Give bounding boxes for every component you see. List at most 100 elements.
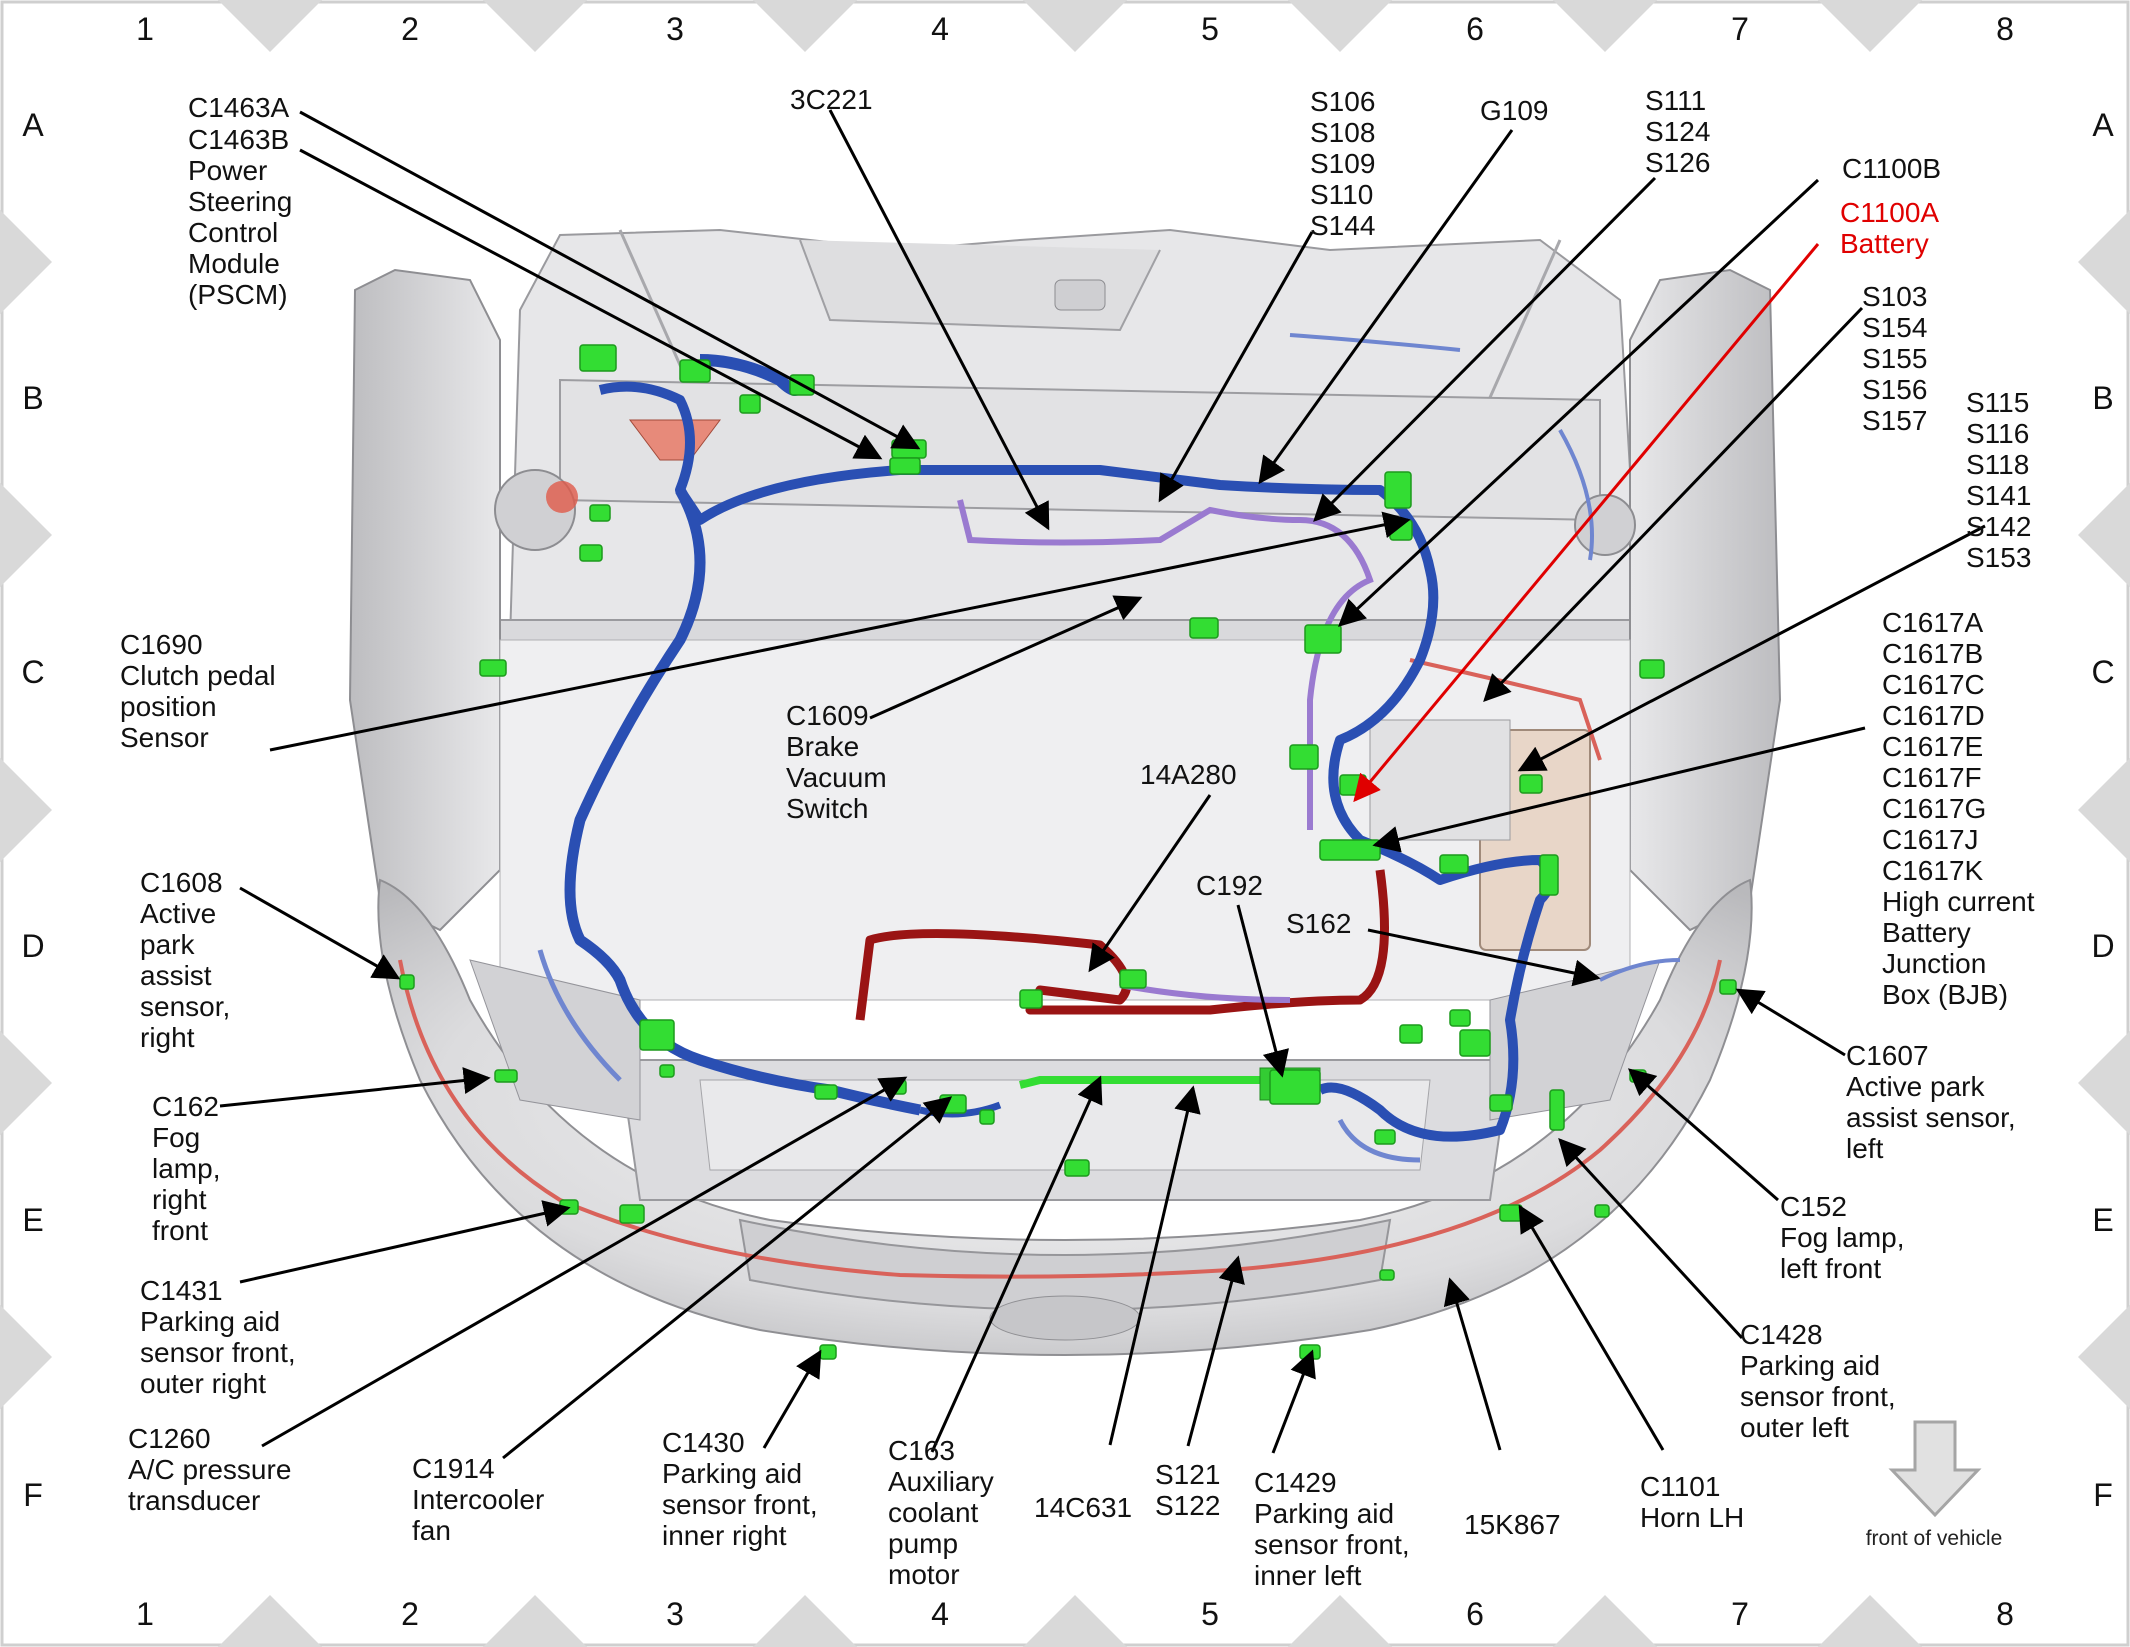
connector-block	[1119, 969, 1147, 989]
frame-diamond	[0, 483, 52, 587]
leader-line	[762, 1349, 822, 1449]
bumper-harness-15k867	[398, 959, 1722, 1279]
callout-line: Parking aid	[140, 1306, 280, 1337]
callout-line: Active park	[1846, 1071, 1985, 1102]
callout-line: S157	[1862, 405, 1927, 436]
callout-line: sensor,	[140, 991, 230, 1022]
callout-line: Clutch pedal	[120, 660, 276, 691]
callout-line: Horn LH	[1640, 1502, 1744, 1533]
connector-block	[1379, 1269, 1395, 1281]
callout-line: Battery	[1882, 917, 1971, 948]
frame-diamond	[1023, 0, 1127, 52]
frame-diamond	[2078, 1305, 2130, 1409]
connector-block	[1499, 1204, 1523, 1222]
grid-column-label: 2	[401, 11, 419, 47]
connector-block	[819, 1344, 837, 1360]
leader-line	[1236, 904, 1289, 1078]
callout-line: Switch	[786, 793, 868, 824]
frame-diamond	[1023, 1595, 1127, 1647]
callout-line: S126	[1645, 147, 1710, 178]
frame-diamond	[753, 0, 857, 52]
leader-line	[828, 109, 1050, 531]
leader-line	[1158, 231, 1314, 503]
callout-line: S141	[1966, 480, 2031, 511]
frame-diamond	[0, 210, 52, 314]
callout-line: Fog lamp,	[1780, 1222, 1905, 1253]
frame-diamond	[753, 1595, 857, 1647]
leader-line	[1338, 178, 1820, 627]
grid-row-label: D	[2091, 928, 2114, 964]
callout-line: Brake	[786, 731, 859, 762]
callout-c1463a: C1463A	[188, 92, 290, 123]
grid-column-label: 3	[666, 1596, 684, 1632]
callout-line: Junction	[1882, 948, 1986, 979]
leader-line	[299, 110, 921, 450]
frame-diamond	[0, 1305, 52, 1409]
main-harness	[598, 381, 1555, 1142]
frame-diamond	[1553, 1595, 1657, 1647]
connector-block	[399, 974, 415, 990]
front-bumper	[377, 878, 1753, 1356]
callout-line: C1100B	[1842, 153, 1941, 184]
grid-column-label: 4	[931, 1596, 949, 1632]
callout-line: Sensor	[120, 722, 209, 753]
callout-line: C1609	[786, 700, 869, 731]
callout-line: right	[140, 1022, 195, 1053]
callout-line: S115	[1966, 387, 2029, 418]
frame-diamond	[0, 758, 52, 862]
callout-line: left front	[1780, 1253, 1881, 1284]
leader-line	[1258, 129, 1514, 485]
grid-column-label: 8	[1996, 1596, 2014, 1632]
callout-line: S122	[1155, 1490, 1220, 1521]
leader-line	[1367, 928, 1601, 987]
connector-block	[1304, 624, 1342, 654]
callout-line: C1914	[412, 1453, 495, 1484]
connector-block	[1269, 1069, 1321, 1105]
connector-block	[1319, 839, 1381, 861]
callout-line: C1101	[1640, 1471, 1720, 1502]
callout-line: assist	[140, 960, 212, 991]
callout-line: S111	[1645, 85, 1706, 116]
leader-line	[1271, 1349, 1316, 1454]
callout-line: left	[1846, 1133, 1884, 1164]
callout-line: sensor front,	[1740, 1381, 1896, 1412]
grid-column-label: 3	[666, 11, 684, 47]
frame-diamond	[2078, 483, 2130, 587]
callout-c1100b: C1100B	[1842, 153, 1941, 184]
leader-line	[219, 1067, 491, 1108]
callout-line: C1608	[140, 867, 223, 898]
grid-column-label: 2	[401, 1596, 419, 1632]
callout-line: S144	[1310, 210, 1375, 241]
connector-block	[559, 1199, 579, 1215]
leader-line	[239, 1200, 571, 1284]
grid-column-label: 4	[931, 11, 949, 47]
connector-block	[1399, 1024, 1423, 1044]
connectors	[399, 344, 1737, 1360]
leader-line	[299, 148, 883, 460]
callout-line: C1617C	[1882, 669, 1985, 700]
callout-line: assist sensor,	[1846, 1102, 2016, 1133]
callout-line: High current	[1882, 886, 2035, 917]
connector-block	[1289, 744, 1319, 770]
callout-line: C192	[1196, 870, 1263, 901]
connector-block	[494, 1069, 518, 1083]
callout-line: pump	[888, 1528, 958, 1559]
callout-line: sensor front,	[140, 1337, 296, 1368]
frame-diamond	[483, 1595, 587, 1647]
frame-diamond	[218, 1595, 322, 1647]
callout-line: front	[152, 1215, 208, 1246]
leader-line	[1627, 1068, 1779, 1202]
callout-line: Vacuum	[786, 762, 887, 793]
frame-diamond	[218, 0, 322, 52]
callout-line: Parking aid	[1254, 1498, 1394, 1529]
callout-line: (PSCM)	[188, 279, 288, 310]
callout-line: C163	[888, 1435, 955, 1466]
